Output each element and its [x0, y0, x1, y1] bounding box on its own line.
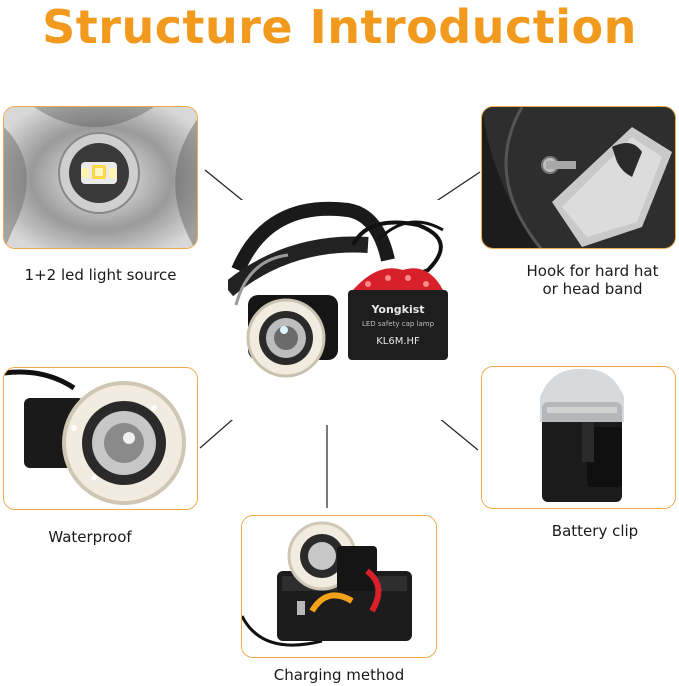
page-title: Structure Introduction: [42, 0, 637, 54]
waterproof-photo: [3, 367, 198, 510]
lamp-subtitle-text: LED safety cap lamp: [362, 320, 435, 328]
lamp-brand-text: Yongkist: [370, 303, 424, 316]
hook-photo: [481, 106, 676, 249]
hook-label-line2: or head band: [542, 280, 643, 298]
led-source-label: 1+2 led light source: [24, 266, 177, 284]
lamp-model-text: KL6M.HF: [376, 336, 420, 347]
center-lamp-photo: Yongkist LED safety cap lamp KL6M.HF: [228, 200, 460, 420]
waterproof-label: Waterproof: [48, 528, 132, 546]
battery-clip-label: Battery clip: [551, 522, 639, 540]
hook-label-line1: Hook for hard hat: [526, 262, 659, 280]
battery-clip-photo: [481, 366, 676, 509]
led-source-photo: [3, 106, 198, 249]
charging-photo: [241, 515, 437, 658]
charging-label: Charging method: [273, 666, 405, 684]
